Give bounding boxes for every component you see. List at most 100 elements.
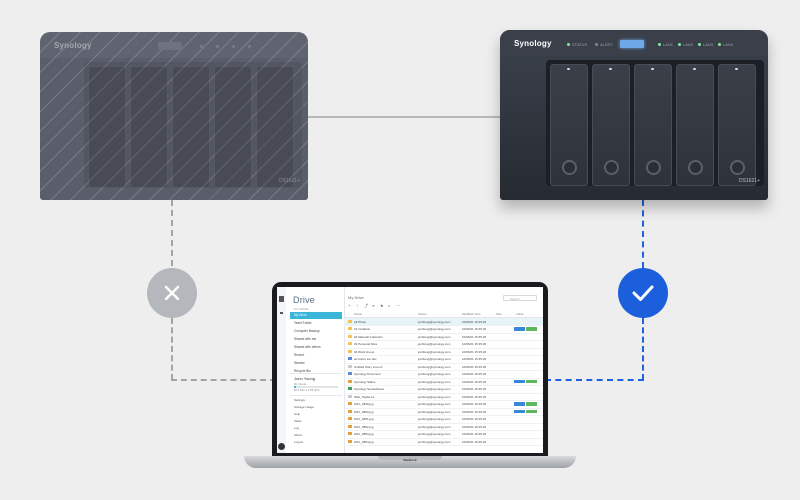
nas-led — [200, 45, 203, 48]
cell-owner: jonhlung@synology.com — [418, 424, 451, 429]
cell-owner: jonhlung@synology.com — [418, 342, 451, 346]
star-icon[interactable]: ★ — [380, 303, 384, 308]
label-tag — [526, 327, 537, 331]
laptop-base — [244, 456, 576, 468]
doc-icon — [348, 357, 352, 361]
link-icon[interactable]: ∞ — [372, 303, 375, 308]
label-tag — [526, 402, 537, 406]
label-tag — [526, 379, 537, 383]
folder-icon — [348, 342, 352, 346]
label-tag — [514, 327, 525, 331]
cell-owner: jonhlung@synology.com — [418, 372, 451, 376]
sidebar-link[interactable]: About — [294, 433, 302, 437]
cell-name: DSC_0849.jpg — [354, 402, 374, 406]
column-header[interactable]: Modified Time — [462, 312, 481, 316]
status-label: ALERT — [600, 42, 613, 47]
cell-name: Synology Document — [354, 372, 381, 376]
column-header[interactable]: Owner — [418, 312, 427, 316]
nas-link-line — [308, 116, 500, 118]
status-label: LAN3 — [703, 42, 714, 47]
sidebar-item[interactable]: Team Folder — [294, 321, 312, 325]
sidebar-link[interactable]: Help — [294, 412, 301, 416]
failed-connection-line — [171, 379, 276, 381]
column-header[interactable]: Size — [496, 312, 502, 316]
drive-bay — [130, 66, 168, 188]
sidebar-item[interactable]: My Drive — [290, 312, 342, 319]
nas-brand: Synology — [514, 39, 552, 48]
menu-icon[interactable] — [279, 296, 284, 298]
drive-bay — [256, 66, 294, 188]
cell-name: DSC_0850.jpg — [354, 409, 374, 414]
sidebar-item[interactable]: Starred — [294, 361, 305, 365]
new-icon[interactable]: + — [348, 303, 351, 308]
sidebar-link[interactable]: Settings — [294, 398, 305, 402]
sidebar-item[interactable]: Shared with me — [294, 337, 317, 341]
cell-modified: 10/06/21 15:35:20 — [462, 334, 487, 339]
drive-bay — [634, 64, 672, 186]
checkmark-icon — [618, 268, 668, 318]
sidebar-item[interactable]: Shared with others — [294, 345, 321, 349]
sidebar-link[interactable]: Storage Usage — [294, 405, 315, 409]
sidebar-link[interactable]: Log — [294, 426, 300, 430]
sidebar-link[interactable]: Logout — [294, 440, 304, 444]
search-input[interactable]: Search — [503, 295, 537, 301]
cell-name: 04 Work Group — [354, 349, 375, 354]
cell-owner: jonhlung@synology.com — [418, 357, 451, 361]
cell-owner: jonhlung@synology.com — [418, 379, 451, 384]
upload-icon[interactable]: ↑ — [356, 303, 358, 308]
cell-name: DSC_0852.jpg — [354, 424, 374, 429]
bay-led — [735, 68, 738, 70]
quota-bar — [294, 386, 338, 388]
sidebar-item[interactable]: Computer Backup — [294, 329, 320, 333]
table-row[interactable]: 04 Work Group jonhlung@synology.com 10/06/… — [344, 348, 543, 356]
cell-name: Synology Slides — [354, 379, 376, 384]
page-title: My Drive — [348, 295, 364, 300]
active-connection-line — [545, 379, 644, 381]
failed-connection-line — [171, 318, 173, 380]
cell-modified: 10/06/21 15:35:20 — [462, 364, 487, 369]
img-icon — [348, 379, 352, 383]
cell-modified: 10/06/21 15:35:20 — [462, 439, 487, 444]
cell-modified: 10/06/21 15:35:20 — [462, 349, 487, 354]
more-icon[interactable]: ⋯ — [396, 303, 400, 308]
sidebar-item[interactable]: Recycle Bin — [294, 369, 311, 373]
cell-name: 03 Personal Files — [354, 342, 378, 346]
sidebar-link[interactable]: Tasks — [294, 419, 302, 423]
menu-icon — [279, 298, 284, 300]
cell-owner: jonhlung@synology.com — [418, 402, 451, 406]
sidebar-item[interactable]: Recent — [294, 353, 305, 357]
delete-icon[interactable]: × — [388, 303, 391, 308]
cell-owner: jonhlung@synology.com — [418, 364, 451, 369]
nas-led — [216, 45, 219, 48]
cell-owner: jonhlung@synology.com — [418, 387, 451, 391]
share-icon[interactable]: ⤴ — [364, 303, 368, 308]
column-header[interactable]: Name — [354, 312, 363, 316]
column-header[interactable]: Label — [516, 312, 524, 316]
sidebar-divider — [290, 395, 342, 396]
cell-owner: jonhlung@synology.com — [418, 349, 451, 354]
folder-icon — [348, 334, 352, 338]
lan-led — [698, 43, 701, 46]
folder-icon — [348, 319, 352, 323]
avatar[interactable] — [278, 443, 285, 450]
img-icon — [348, 409, 352, 413]
add-icon[interactable] — [280, 312, 283, 314]
